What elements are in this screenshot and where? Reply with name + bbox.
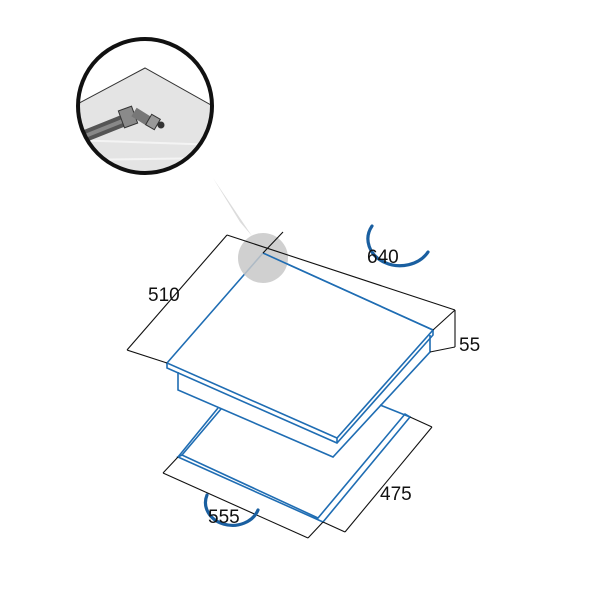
badge-arc-555 [203,493,260,527]
cutout-depth-label: 475 [380,484,412,505]
dimension-lines [126,231,456,539]
cutout-outline [176,404,412,523]
connection-highlight [238,233,288,283]
cutout-width-label: 555 [208,507,240,528]
depth-label: 510 [148,285,180,306]
badge-arc-640 [366,224,430,268]
gas-connector-detail-icon [76,37,214,175]
callout-pointer [213,178,252,236]
width-label: 640 [367,247,399,268]
height-label: 55 [459,335,480,356]
